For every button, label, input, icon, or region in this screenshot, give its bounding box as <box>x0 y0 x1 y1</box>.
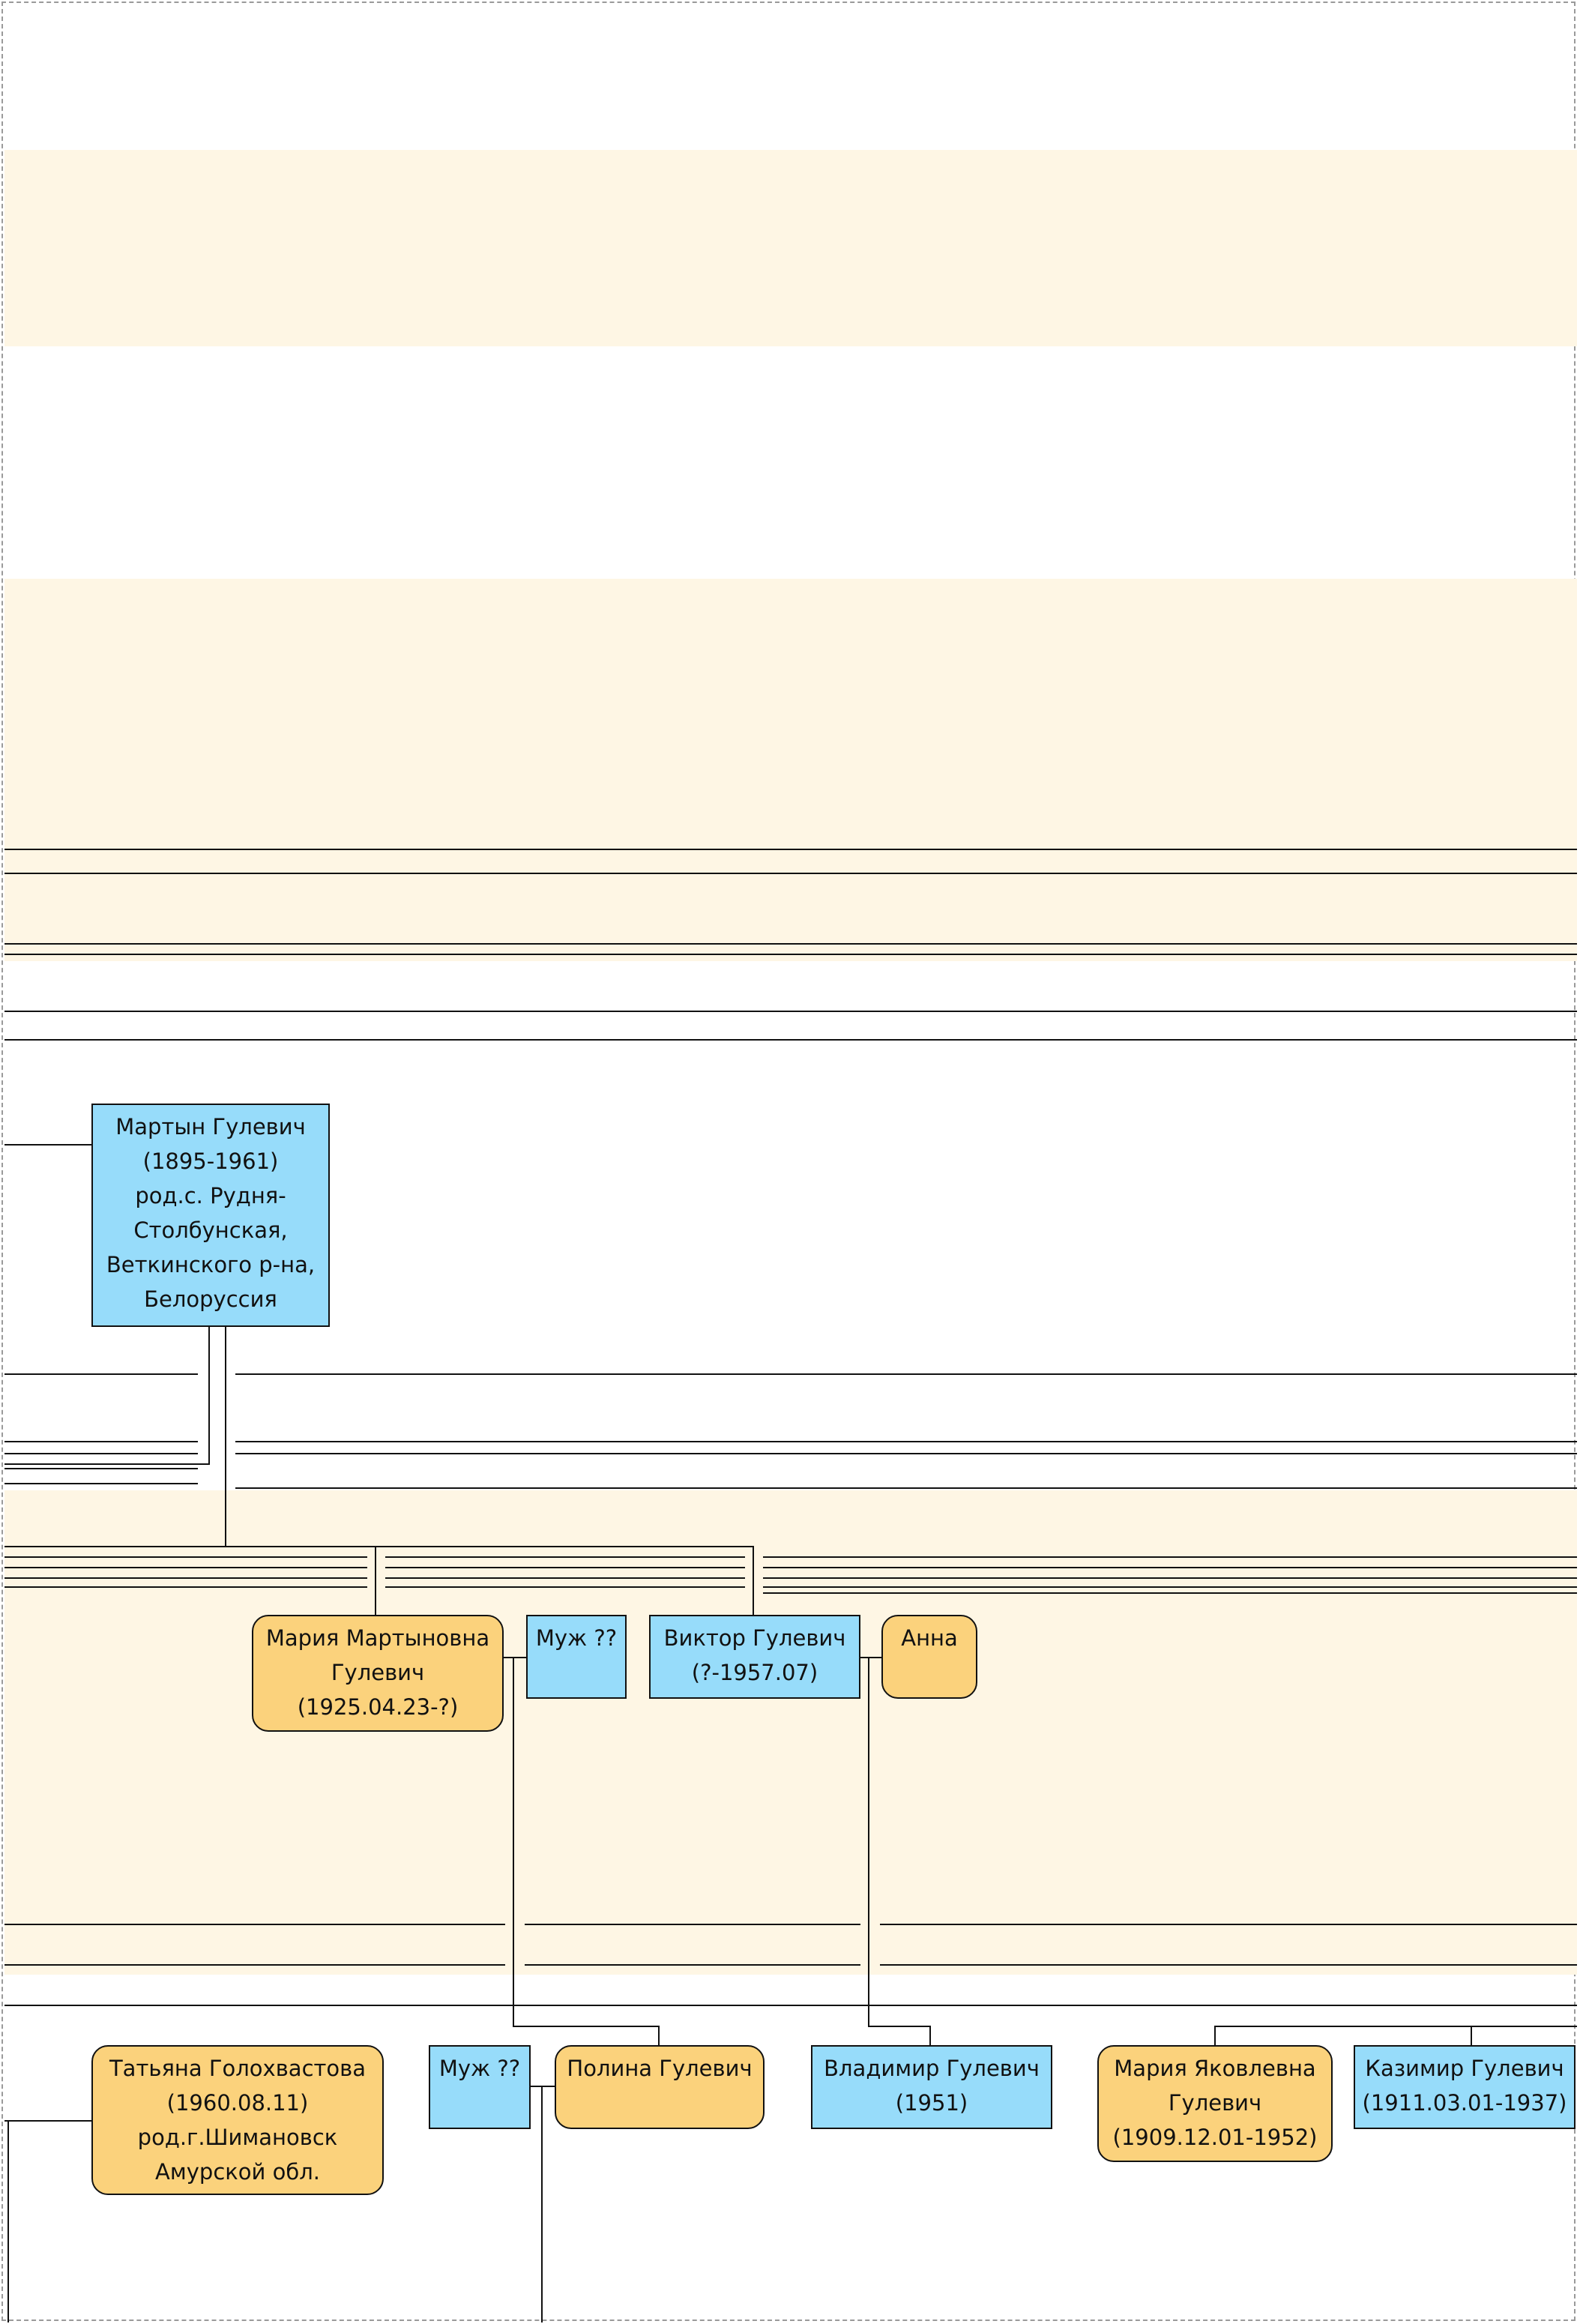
connector-line <box>502 1657 528 1658</box>
person-name: Казимир Гулевич <box>1365 2056 1564 2081</box>
connector-line <box>235 1441 1577 1442</box>
connector-line <box>513 2026 660 2027</box>
person-name: Муж ?? <box>535 1625 618 1651</box>
person-name: Мария Яковлевна <box>1114 2056 1316 2081</box>
connector-line <box>859 1657 881 1658</box>
connector-line <box>225 1325 226 1546</box>
generation-band <box>4 150 1577 346</box>
connector-line <box>4 2120 93 2122</box>
person-card-husband[interactable]: Муж ?? <box>429 2045 531 2129</box>
person-card-polina-gulevich[interactable]: Полина Гулевич <box>555 2045 765 2129</box>
person-birthplace: Столбунская, <box>133 1217 288 1243</box>
person-card-vladimir-gulevich[interactable]: Владимир Гулевич (1951) <box>811 2045 1052 2129</box>
connector-line <box>868 1657 869 2027</box>
person-birthplace: Веткинского р-на, <box>106 1252 316 1277</box>
connector-line <box>658 2026 660 2047</box>
connector-line <box>753 1546 754 1616</box>
connector-line <box>4 1546 754 1547</box>
person-birthplace: род.с. Рудня- <box>135 1183 286 1208</box>
connector-line <box>4 849 1577 850</box>
person-card-maria-martynovna[interactable]: Мария Мартыновна Гулевич (1925.04.23-?) <box>252 1615 504 1732</box>
person-card-husband[interactable]: Муж ?? <box>526 1615 627 1699</box>
generation-band <box>4 579 1577 961</box>
person-name: Гулевич <box>331 1660 425 1685</box>
person-birthplace: Белоруссия <box>144 1286 277 1312</box>
connector-line <box>4 1567 367 1568</box>
person-name: Татьяна Голохвастова <box>109 2056 367 2081</box>
generation-band <box>4 1490 1577 1975</box>
connector-line <box>929 2026 931 2047</box>
connector-line <box>375 1546 376 1616</box>
connector-line <box>4 1468 198 1469</box>
person-dates: (1960.08.11) <box>166 2090 309 2116</box>
person-card-martyn-gulevich[interactable]: Мартын Гулевич (1895-1961) род.с. Рудня-… <box>91 1104 330 1327</box>
connector-line <box>763 1586 1577 1588</box>
connector-line <box>1214 2026 1577 2027</box>
person-birthplace: Амурской обл. <box>155 2159 320 2185</box>
connector-line <box>4 1483 198 1484</box>
connector-line <box>4 2005 1577 2006</box>
connector-line <box>529 2086 556 2087</box>
connector-line <box>385 1577 745 1579</box>
person-birthplace: род.г.Шимановск <box>137 2125 338 2150</box>
person-card-viktor-gulevich[interactable]: Виктор Гулевич (?-1957.07) <box>649 1615 860 1699</box>
connector-line <box>4 1463 208 1465</box>
person-name: Анна <box>901 1625 958 1651</box>
connector-line <box>4 1011 1577 1012</box>
person-name: Мартын Гулевич <box>115 1114 306 1140</box>
person-dates: (1925.04.23-?) <box>297 1694 459 1720</box>
connector-line <box>1471 2026 1472 2047</box>
connector-line <box>1214 2026 1216 2047</box>
connector-line <box>4 1577 367 1579</box>
connector-line <box>4 1964 505 1966</box>
person-dates: (1911.03.01-1937) <box>1362 2090 1567 2116</box>
person-name: Муж ?? <box>438 2056 521 2081</box>
person-card-maria-yakovlevna[interactable]: Мария Яковлевна Гулевич (1909.12.01-1952… <box>1097 2045 1333 2162</box>
person-name: Мария Мартыновна <box>265 1625 490 1651</box>
connector-line <box>235 1373 1577 1375</box>
connector-line <box>235 1453 1577 1454</box>
connector-line <box>4 1556 367 1558</box>
connector-line <box>513 1657 514 2027</box>
person-card-anna[interactable]: Анна <box>881 1615 977 1699</box>
connector-line <box>525 1924 860 1925</box>
connector-line <box>4 943 1577 945</box>
connector-line <box>4 1144 93 1146</box>
person-card-kazimir-gulevich[interactable]: Казимир Гулевич (1911.03.01-1937) <box>1354 2045 1576 2129</box>
connector-line <box>7 2120 9 2323</box>
connector-line <box>385 1567 745 1568</box>
connector-line <box>763 1567 1577 1568</box>
connector-line <box>4 1373 198 1375</box>
connector-line <box>235 1487 1577 1489</box>
person-dates: (?-1957.07) <box>691 1660 818 1685</box>
person-name: Владимир Гулевич <box>824 2056 1040 2081</box>
connector-line <box>763 1592 1577 1594</box>
person-dates: (1909.12.01-1952) <box>1112 2125 1318 2150</box>
connector-line <box>880 1924 1577 1925</box>
connector-line <box>385 1556 745 1558</box>
person-name: Полина Гулевич <box>567 2056 753 2081</box>
connector-line <box>4 954 1577 955</box>
connector-line <box>868 2026 931 2027</box>
connector-line <box>4 1039 1577 1041</box>
connector-line <box>208 1325 210 1465</box>
person-name: Виктор Гулевич <box>663 1625 846 1651</box>
connector-line <box>4 873 1577 874</box>
connector-line <box>541 2086 543 2323</box>
person-card-tatyana-golokhvastova[interactable]: Татьяна Голохвастова (1960.08.11) род.г.… <box>91 2045 384 2195</box>
connector-line <box>4 1586 367 1588</box>
connector-line <box>385 1586 745 1588</box>
connector-line <box>763 1556 1577 1558</box>
connector-line <box>880 1964 1577 1966</box>
person-dates: (1951) <box>895 2090 968 2116</box>
connector-line <box>4 1924 505 1925</box>
connector-line <box>525 1964 860 1966</box>
connector-line <box>4 1441 198 1442</box>
connector-line <box>4 1453 198 1454</box>
person-dates: (1895-1961) <box>142 1149 279 1174</box>
person-name: Гулевич <box>1168 2090 1262 2116</box>
connector-line <box>763 1577 1577 1579</box>
